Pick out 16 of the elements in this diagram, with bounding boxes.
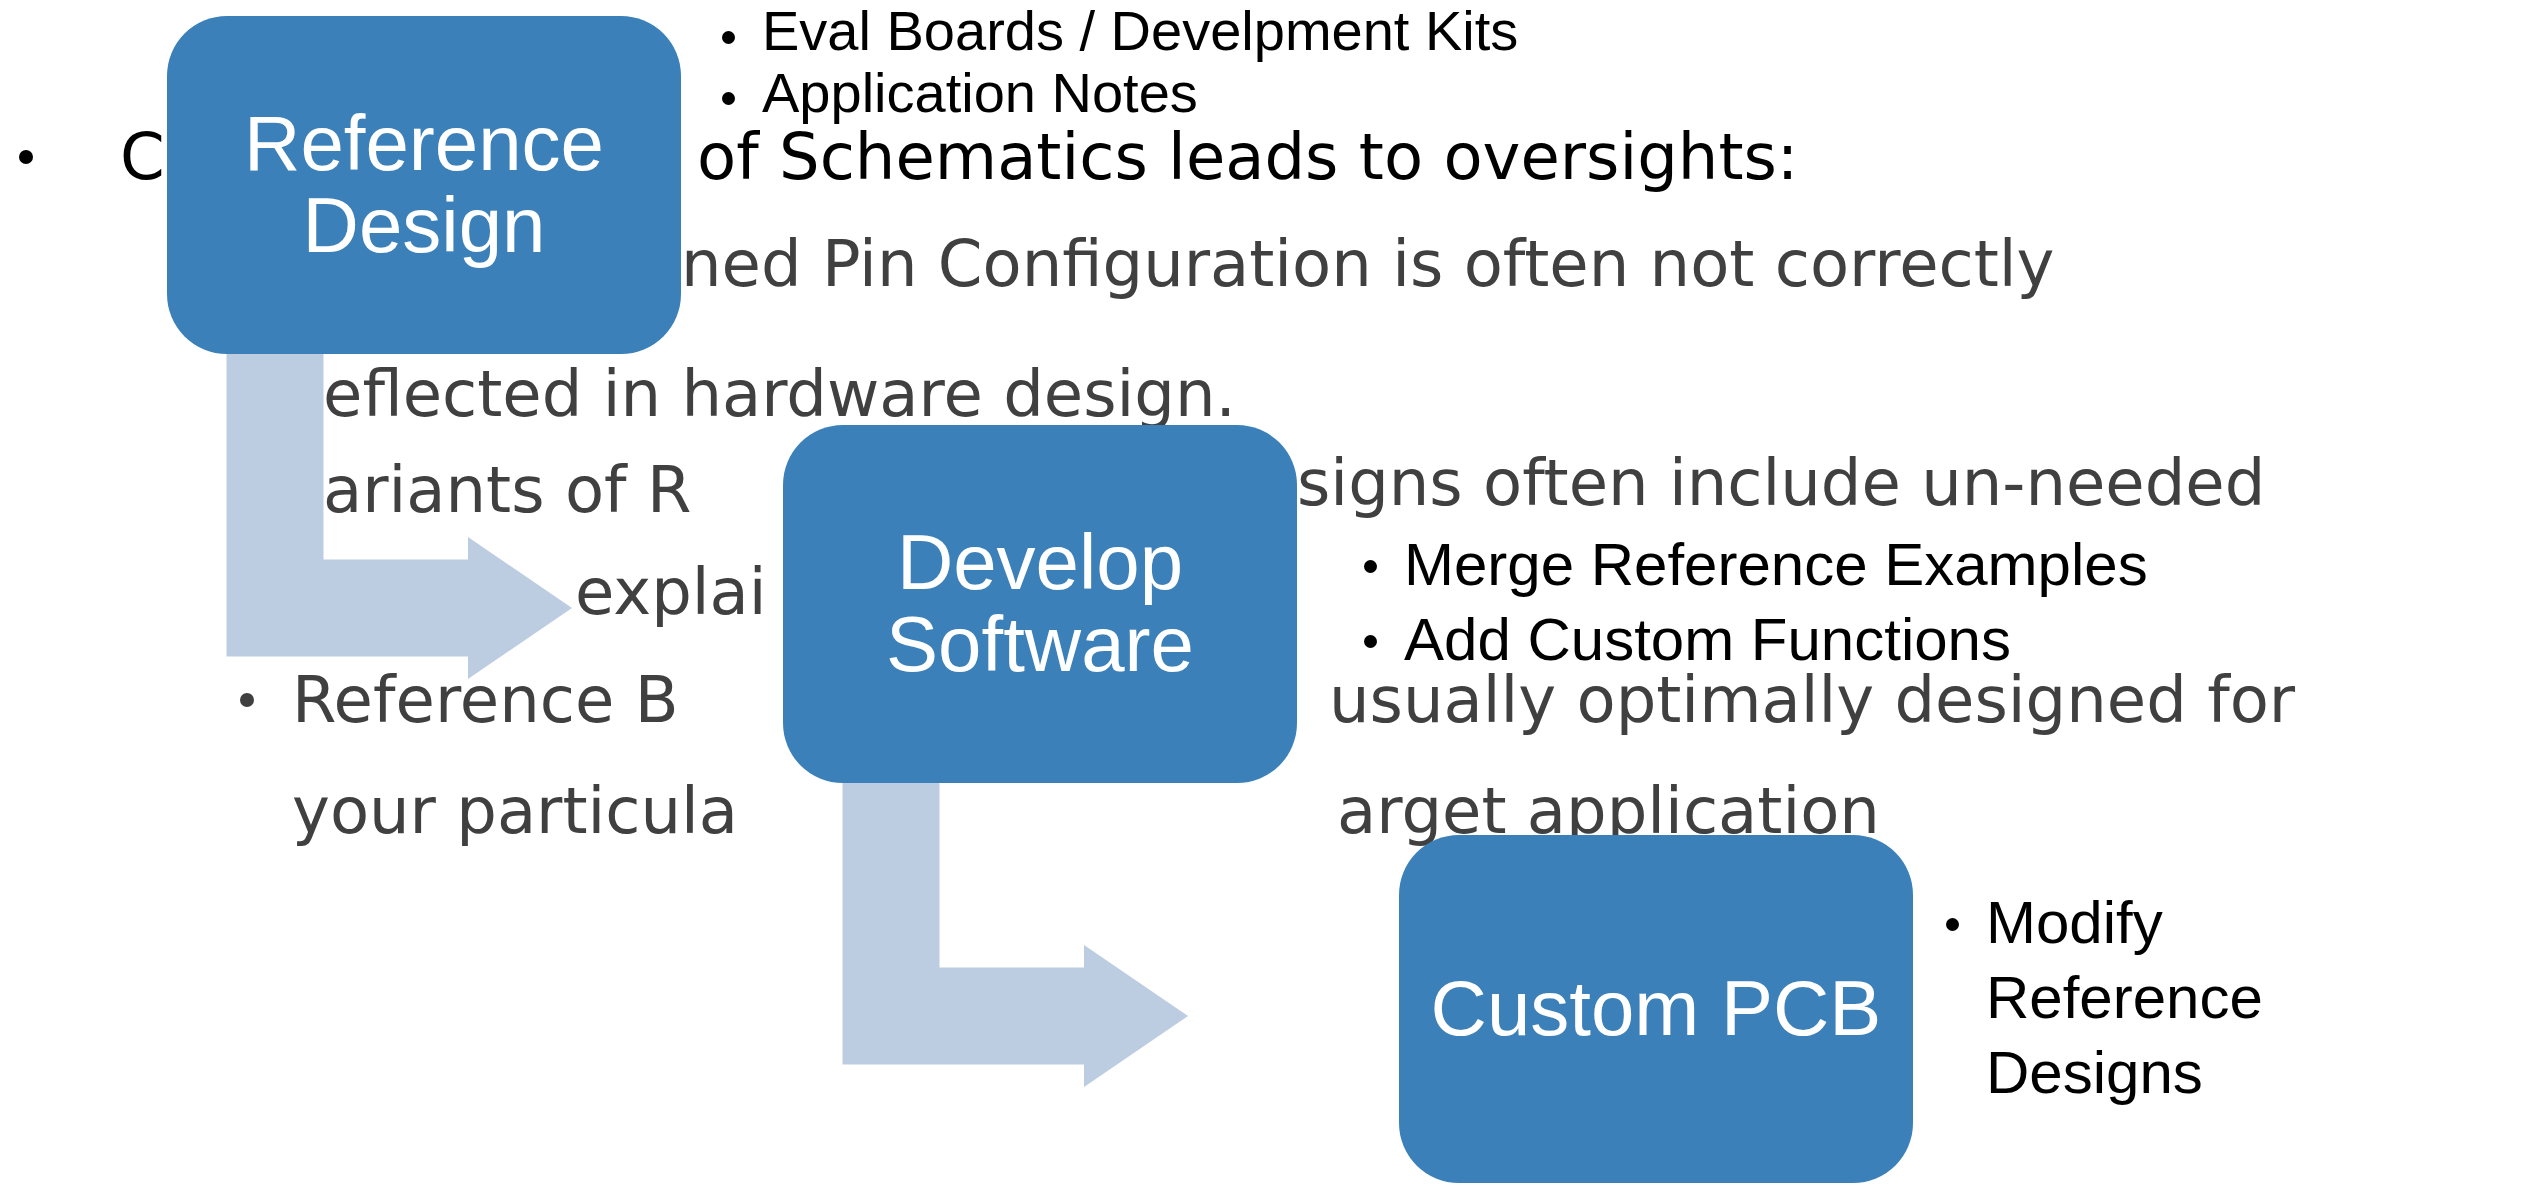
box-label: Custom PCB bbox=[1430, 968, 1882, 1050]
bullet-text: Eval Boards / Develpment Kits bbox=[762, 0, 1519, 62]
bullet-text: Merge Reference Examples bbox=[1404, 530, 2148, 600]
bullet-text: Add Custom Functions bbox=[1404, 605, 2011, 673]
block-arrow bbox=[842, 783, 1188, 1087]
bullet-text: Modify Reference Designs bbox=[1986, 888, 2264, 1108]
slide-text: C bbox=[120, 125, 165, 189]
slide-text: eflected in hardware design. bbox=[323, 362, 1236, 426]
process-box bbox=[167, 16, 681, 354]
box-label: Reference Design bbox=[243, 103, 605, 267]
process-box bbox=[783, 425, 1297, 783]
slide-text: ariants of R bbox=[323, 458, 692, 522]
slide-text: Reference B bbox=[292, 668, 679, 732]
bullet-text: Application Notes bbox=[762, 61, 1198, 124]
block-arrow bbox=[226, 354, 572, 679]
box-label: Develop Software bbox=[885, 522, 1195, 686]
